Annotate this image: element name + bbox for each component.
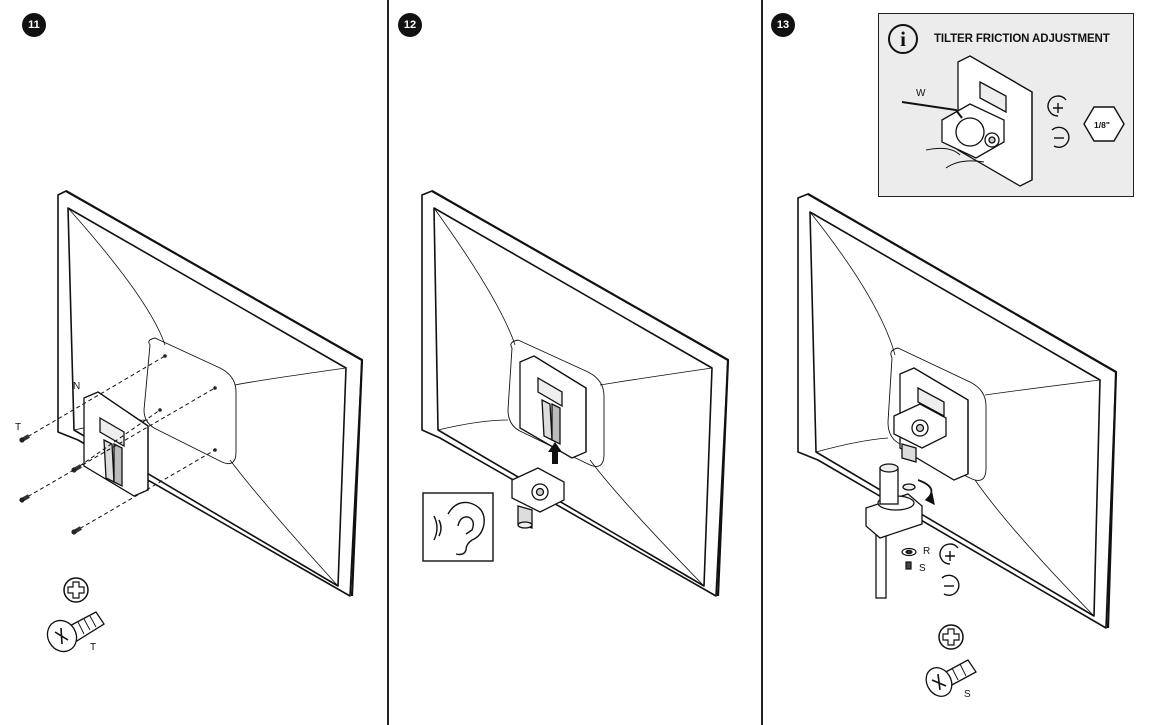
step-13-mounted-bracket — [893, 367, 969, 481]
hex-key-icon — [901, 101, 1125, 142]
info-loosen-icon — [1051, 126, 1070, 148]
info-title: TILTER FRICTION ADJUSTMENT — [934, 33, 1110, 45]
step-11-label-t2: T — [90, 642, 96, 653]
step-11-screw-detail — [46, 611, 105, 653]
step-11-label-t: T — [15, 422, 21, 433]
step-12-mounted-bracket — [519, 355, 587, 459]
step-11-mount-bracket — [83, 391, 149, 497]
step-12-tilter — [511, 467, 565, 529]
step-13-label-r: R — [923, 546, 930, 557]
step-11-monitor — [57, 190, 364, 597]
step-12-insert-arrow — [548, 442, 562, 464]
step-11-screws — [21, 355, 216, 533]
info-tilter-drawing — [925, 55, 1033, 187]
ear-sound-icon — [422, 492, 494, 562]
panel-divider-2 — [761, 0, 763, 725]
info-icon: i — [888, 24, 918, 54]
step-13-pole-clamp — [865, 463, 935, 599]
info-label-w: W — [916, 88, 926, 99]
loosen-rotate-icon — [941, 574, 960, 596]
tighten-rotate-icon — [939, 543, 959, 565]
step-11-badge: 11 — [22, 13, 46, 37]
phillips-screwdriver-icon — [63, 577, 89, 603]
panel-divider-1 — [387, 0, 389, 725]
step-13-label-s2: S — [964, 689, 971, 700]
step-13-badge: 13 — [771, 13, 795, 37]
step-11-label-n: N — [73, 381, 80, 392]
step-13-label-s: S — [919, 563, 926, 574]
info-hex-label: 1/8" — [1094, 120, 1110, 130]
step-13-washer-screw — [901, 547, 917, 570]
info-tighten-icon — [1047, 95, 1067, 117]
step-13-screw-detail — [925, 659, 977, 697]
step-12-badge: 12 — [398, 13, 422, 37]
step-13-phillips-icon — [938, 624, 964, 650]
